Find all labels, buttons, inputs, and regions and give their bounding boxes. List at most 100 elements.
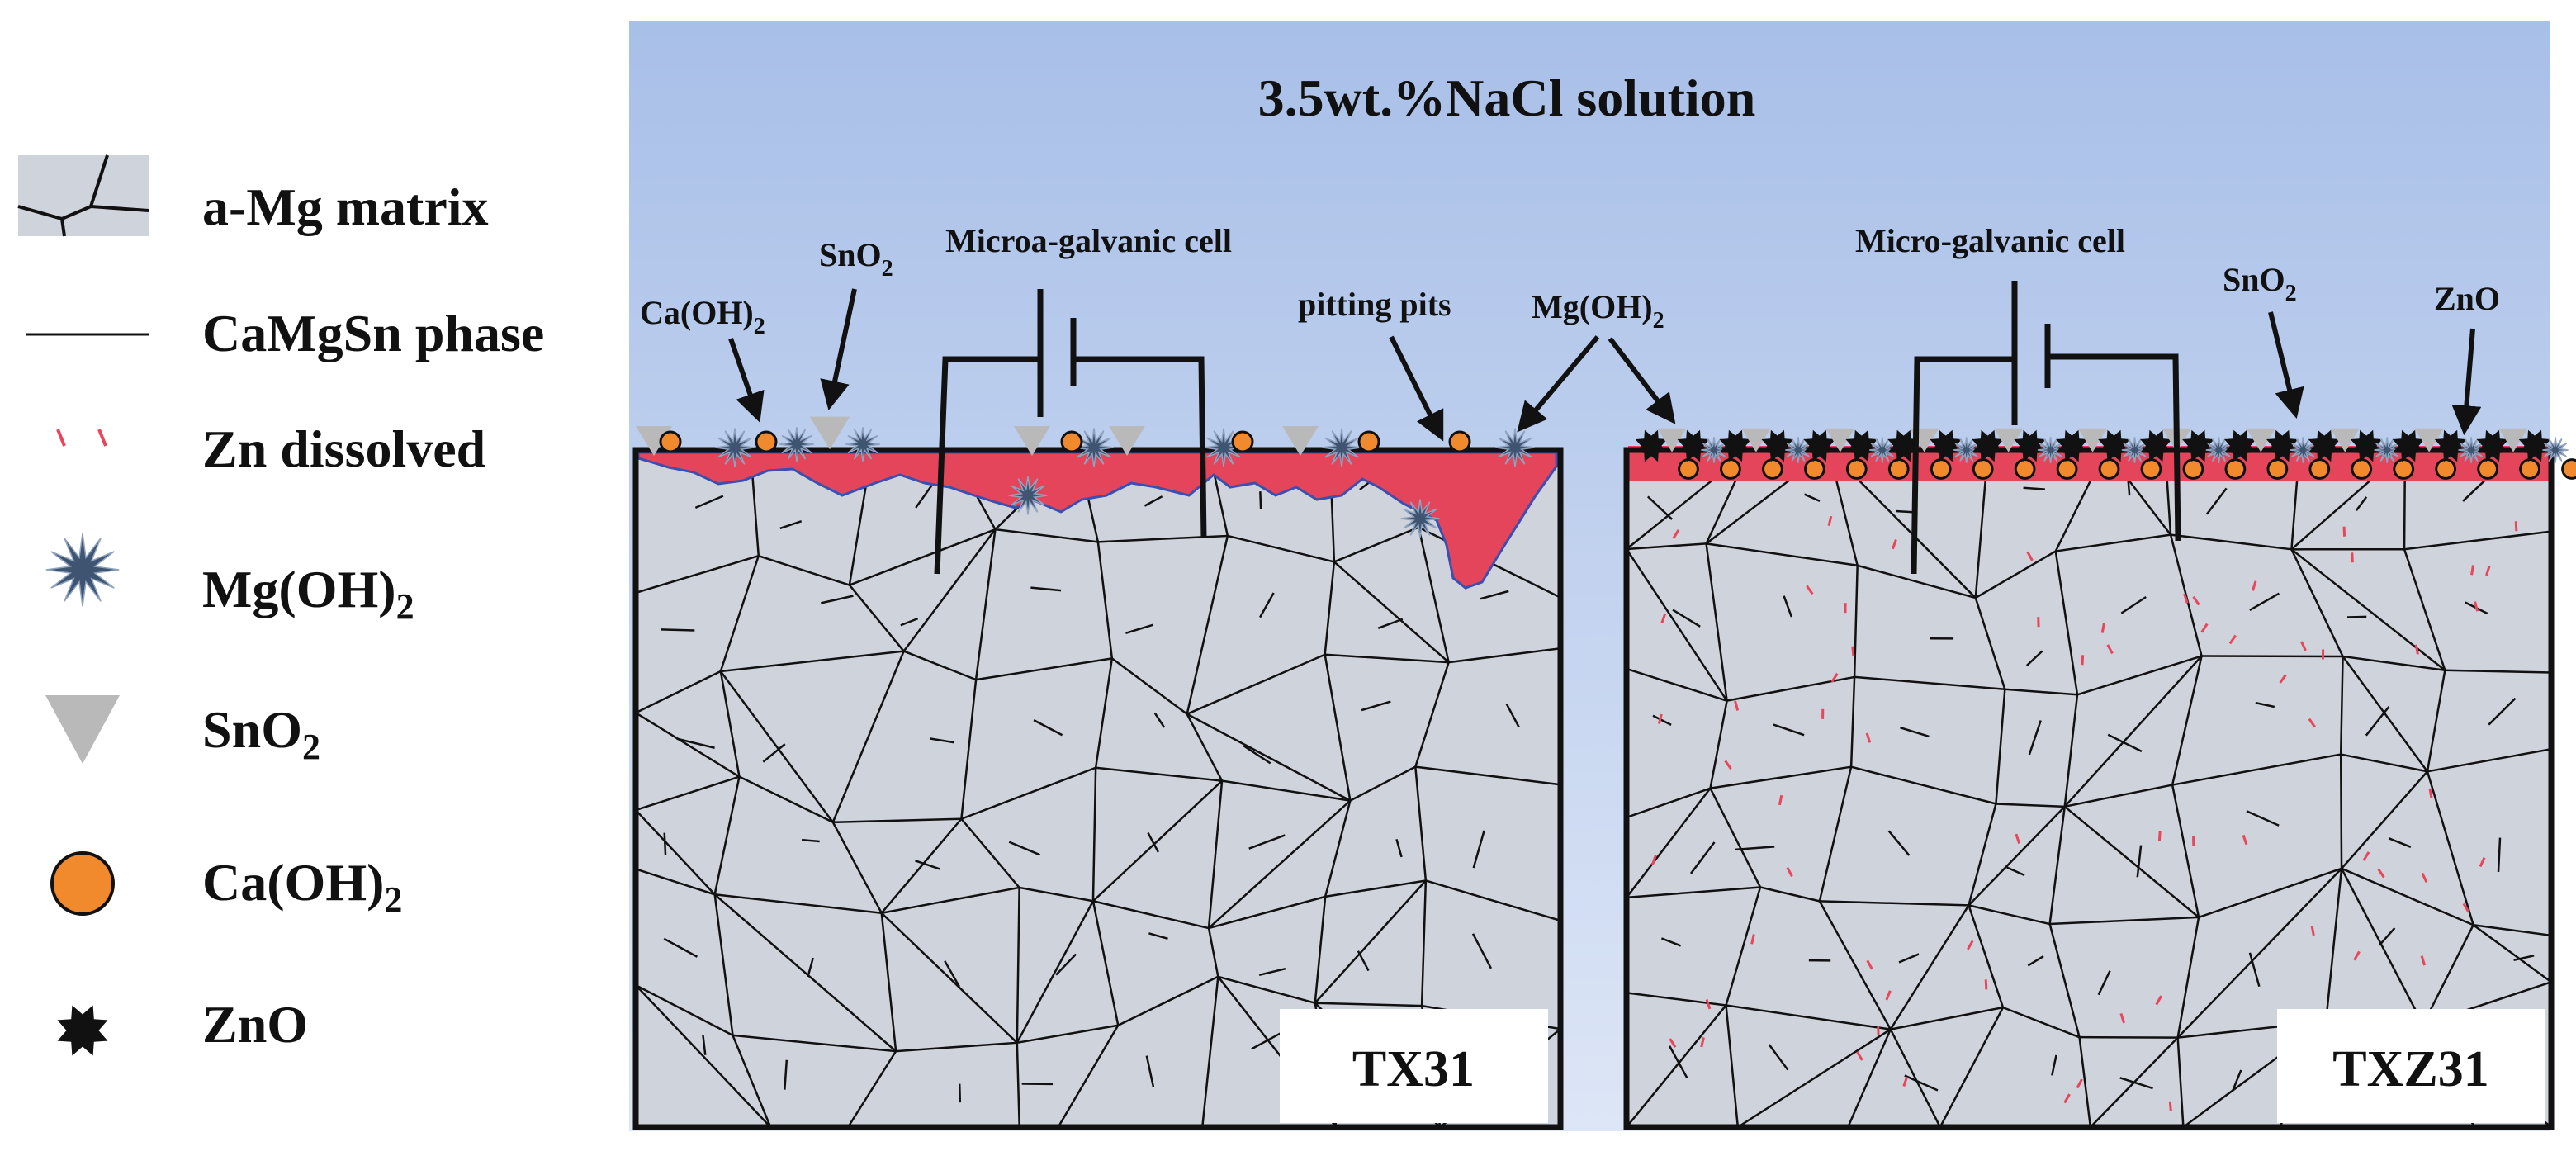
zn-dissolved-mark	[2421, 872, 2428, 883]
tx31-label: TX31	[1352, 1041, 1475, 1097]
camgsn-phase	[779, 520, 803, 530]
camgsn-phase	[1672, 609, 1701, 628]
txz31-sno2-annotation: SnO2	[2223, 261, 2297, 306]
camgsn-phase	[1033, 719, 1063, 737]
camgsn-phase	[1145, 1055, 1155, 1087]
grain-boundary	[1324, 800, 1352, 898]
tx31-corrosion-layer	[637, 451, 1558, 590]
grain-boundary	[2340, 753, 2428, 773]
grain-boundary	[1096, 542, 1114, 659]
camgsn-phase	[2051, 1054, 2057, 1076]
camgsn-phase	[929, 737, 955, 744]
grain-boundary	[960, 680, 978, 819]
mgoh-particle	[1785, 437, 1811, 463]
camgsn-phase	[702, 1035, 707, 1055]
grain-boundary	[1705, 543, 1728, 701]
caoh-particle	[2014, 458, 2036, 480]
grain-boundary	[960, 817, 1020, 888]
caoh-particle	[1845, 458, 1868, 480]
grain-boundary	[1995, 689, 2006, 804]
mgoh-particle	[2205, 437, 2233, 463]
grain-boundary	[1974, 597, 2006, 690]
legend-zno-label: ZnO	[202, 995, 308, 1054]
camgsn-phase	[1472, 830, 1485, 869]
zn-dissolved-mark	[2428, 788, 2433, 798]
camgsn-phase	[2025, 650, 2043, 666]
grain-boundary	[2171, 753, 2342, 786]
camgsn-phase	[1055, 953, 1077, 976]
zn-dissolved-mark	[2106, 644, 2114, 655]
mgoh-particle	[779, 427, 814, 462]
camgsn-phase	[2249, 592, 2280, 611]
grain-boundary	[1016, 1024, 1119, 1045]
grain-boundary	[1186, 653, 1326, 715]
grain-boundary	[1418, 527, 1450, 663]
grain-boundary	[719, 555, 760, 672]
grain-boundary	[2339, 754, 2343, 869]
caoh-particle	[1930, 458, 1952, 480]
grain-boundary	[738, 775, 834, 823]
grain-boundary	[1847, 1029, 1892, 1127]
grain-boundary	[713, 893, 897, 1053]
grain-boundary	[1092, 900, 1210, 930]
grain-boundary	[1709, 788, 1762, 888]
zn-dissolved-mark	[1866, 959, 1873, 970]
zn-dissolved-mark	[1734, 700, 1740, 711]
caoh-particle	[2393, 458, 2415, 480]
zno-particle	[1845, 429, 1878, 462]
mgoh-particle	[2121, 437, 2148, 463]
grain-boundary	[2472, 924, 2551, 983]
grain-boundary	[2340, 868, 2424, 1026]
txz31-arrows	[1608, 311, 2482, 436]
grain-boundary	[1186, 713, 1224, 782]
camgsn-phase	[2006, 866, 2025, 877]
grain-boundary	[2054, 551, 2079, 695]
caoh-particle	[755, 430, 778, 453]
zn-dissolved-mark	[2228, 634, 2237, 645]
zn-dissolved-mark	[1902, 1076, 1909, 1087]
grain-boundary	[1016, 900, 1095, 1044]
camgsn-phase	[1125, 623, 1154, 635]
zno-icon-shape	[57, 1005, 108, 1056]
txz31-label: TXZ31	[2332, 1041, 2488, 1097]
zno-particle	[1635, 429, 1668, 462]
caoh-particle	[2266, 458, 2289, 480]
grain-boundary	[1818, 900, 1892, 1030]
grain-boundary	[1420, 880, 1428, 1007]
zno-particle	[2476, 429, 2509, 462]
tx31-caoh-annotation: Ca(OH)2	[640, 294, 765, 339]
grain-boundary	[2176, 867, 2342, 1039]
grain-boundary	[1096, 766, 1223, 782]
camgsn-phase	[762, 743, 786, 763]
mgoh-particle	[1322, 428, 1361, 467]
sno2-particle	[2414, 428, 2444, 452]
grain-boundary	[636, 670, 722, 714]
zn-dissolved-mark	[1724, 760, 1732, 770]
zno-particle	[2140, 429, 2172, 462]
camgsn-phase	[1505, 703, 1520, 728]
camgsn-phase	[1248, 834, 1286, 850]
camgsn-phase	[1887, 830, 1911, 856]
grain-boundary	[1186, 713, 1351, 802]
grain-boundary	[2422, 924, 2474, 1026]
camgsn-phase	[2028, 720, 2042, 756]
grain-boundary	[902, 528, 997, 652]
zn-dissolved-mark	[2119, 1012, 2125, 1024]
legend: a-Mg matrix CaMgSn phase Zn dissolved Mg…	[17, 154, 544, 1056]
grain-boundary	[1092, 779, 1223, 903]
mgoh-particle	[2290, 437, 2316, 463]
grain-boundary	[2426, 670, 2446, 772]
camgsn-phase	[900, 617, 919, 627]
grain-boundary	[849, 528, 996, 586]
grain-boundary	[1939, 1007, 2005, 1127]
grain-boundary	[1737, 1028, 1892, 1127]
grain-boundary	[1996, 803, 2065, 808]
sno2-particle	[2077, 428, 2108, 452]
grain-boundary	[2063, 694, 2079, 807]
grain-boundary	[880, 912, 1018, 1044]
zn-dissolved-mark	[1885, 990, 1892, 1001]
camgsn-phase	[1153, 713, 1166, 728]
grain-boundary	[1706, 542, 1858, 567]
mgoh-particle	[2458, 437, 2484, 463]
grain-boundary	[2063, 805, 2200, 918]
